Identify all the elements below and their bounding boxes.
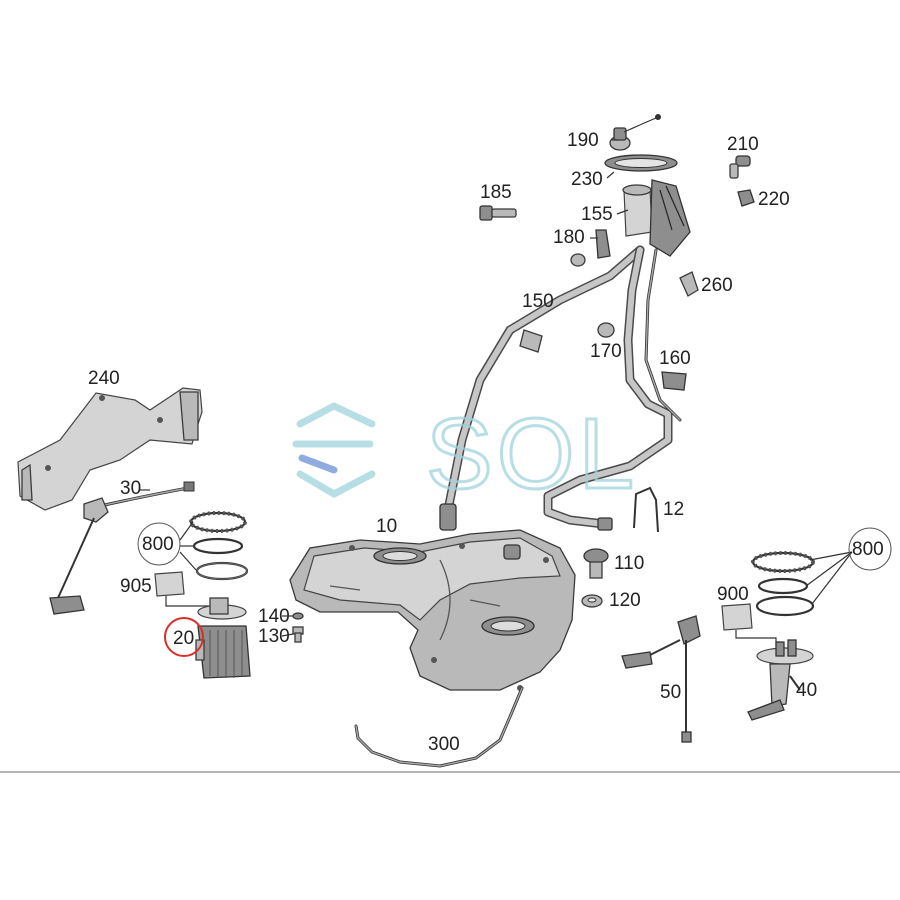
part-905-seal-tab xyxy=(154,571,213,612)
part-120-nut xyxy=(581,594,603,608)
label-part-12: 12 xyxy=(663,499,684,520)
label-part-800-left: 800 xyxy=(142,534,174,555)
part-800-right-seal-set xyxy=(751,551,853,617)
label-part-130: 130 xyxy=(258,626,290,647)
label-part-240: 240 xyxy=(88,368,120,389)
label-part-210: 210 xyxy=(727,134,759,155)
part-20-fuel-pump xyxy=(195,597,251,679)
label-part-30: 30 xyxy=(120,478,141,499)
callout-circle-800-right xyxy=(848,527,892,571)
label-part-900: 900 xyxy=(717,584,749,605)
part-180-clip xyxy=(570,229,611,267)
highlight-circle-part-20 xyxy=(164,617,204,657)
part-110-valve xyxy=(583,548,609,579)
part-160-bracket xyxy=(661,371,687,391)
watermark-logo-icon xyxy=(292,402,376,498)
part-300-cable xyxy=(354,686,524,768)
label-part-40: 40 xyxy=(796,680,817,701)
label-part-230: 230 xyxy=(571,169,603,190)
part-40-pump-module xyxy=(747,639,814,721)
label-part-110: 110 xyxy=(614,553,644,574)
part-130-bolt xyxy=(292,626,304,643)
label-part-50: 50 xyxy=(660,682,681,703)
part-10-fuel-tank xyxy=(289,529,576,691)
label-part-150: 150 xyxy=(522,291,554,312)
label-part-300: 300 xyxy=(428,734,460,755)
label-part-160: 160 xyxy=(659,348,691,369)
part-210-screw xyxy=(729,155,751,179)
part-185-bolt xyxy=(479,205,517,221)
label-part-260: 260 xyxy=(701,275,733,296)
label-part-155: 155 xyxy=(581,204,613,225)
part-800-left-seal-set xyxy=(179,511,249,581)
label-part-220: 220 xyxy=(758,189,790,210)
label-part-20: 20 xyxy=(173,628,194,649)
part-170-grommet xyxy=(597,322,615,338)
callout-labels: 240 30 800 905 20 140 130 10 300 190 230… xyxy=(88,130,884,755)
part-230-gasket xyxy=(604,154,678,172)
label-part-800-right: 800 xyxy=(852,539,884,560)
part-155-filler-neck xyxy=(622,179,691,257)
label-part-10: 10 xyxy=(376,516,397,537)
label-part-905: 905 xyxy=(120,576,152,597)
part-12-bracket xyxy=(633,486,659,533)
part-900-seal-tab xyxy=(721,603,777,646)
part-190-fuel-cap xyxy=(609,114,661,151)
leader-lines xyxy=(140,139,629,637)
part-30-level-sensor xyxy=(49,481,195,615)
label-part-185: 185 xyxy=(480,182,512,203)
part-150-filler-pipe xyxy=(439,245,682,531)
label-part-180: 180 xyxy=(553,227,585,248)
part-240-heat-shield xyxy=(17,387,203,511)
label-part-120: 120 xyxy=(609,590,641,611)
label-part-170: 170 xyxy=(590,341,622,362)
label-part-190: 190 xyxy=(567,130,599,151)
label-part-140: 140 xyxy=(258,606,290,627)
part-260-clamp xyxy=(679,271,699,297)
watermark-text: SOL xyxy=(426,398,638,510)
part-140-clip xyxy=(292,612,304,620)
part-220-nut xyxy=(737,189,755,207)
part-50-level-sensor xyxy=(621,615,701,743)
watermark: SOL xyxy=(292,397,638,512)
callout-circle-800-left xyxy=(137,522,181,566)
